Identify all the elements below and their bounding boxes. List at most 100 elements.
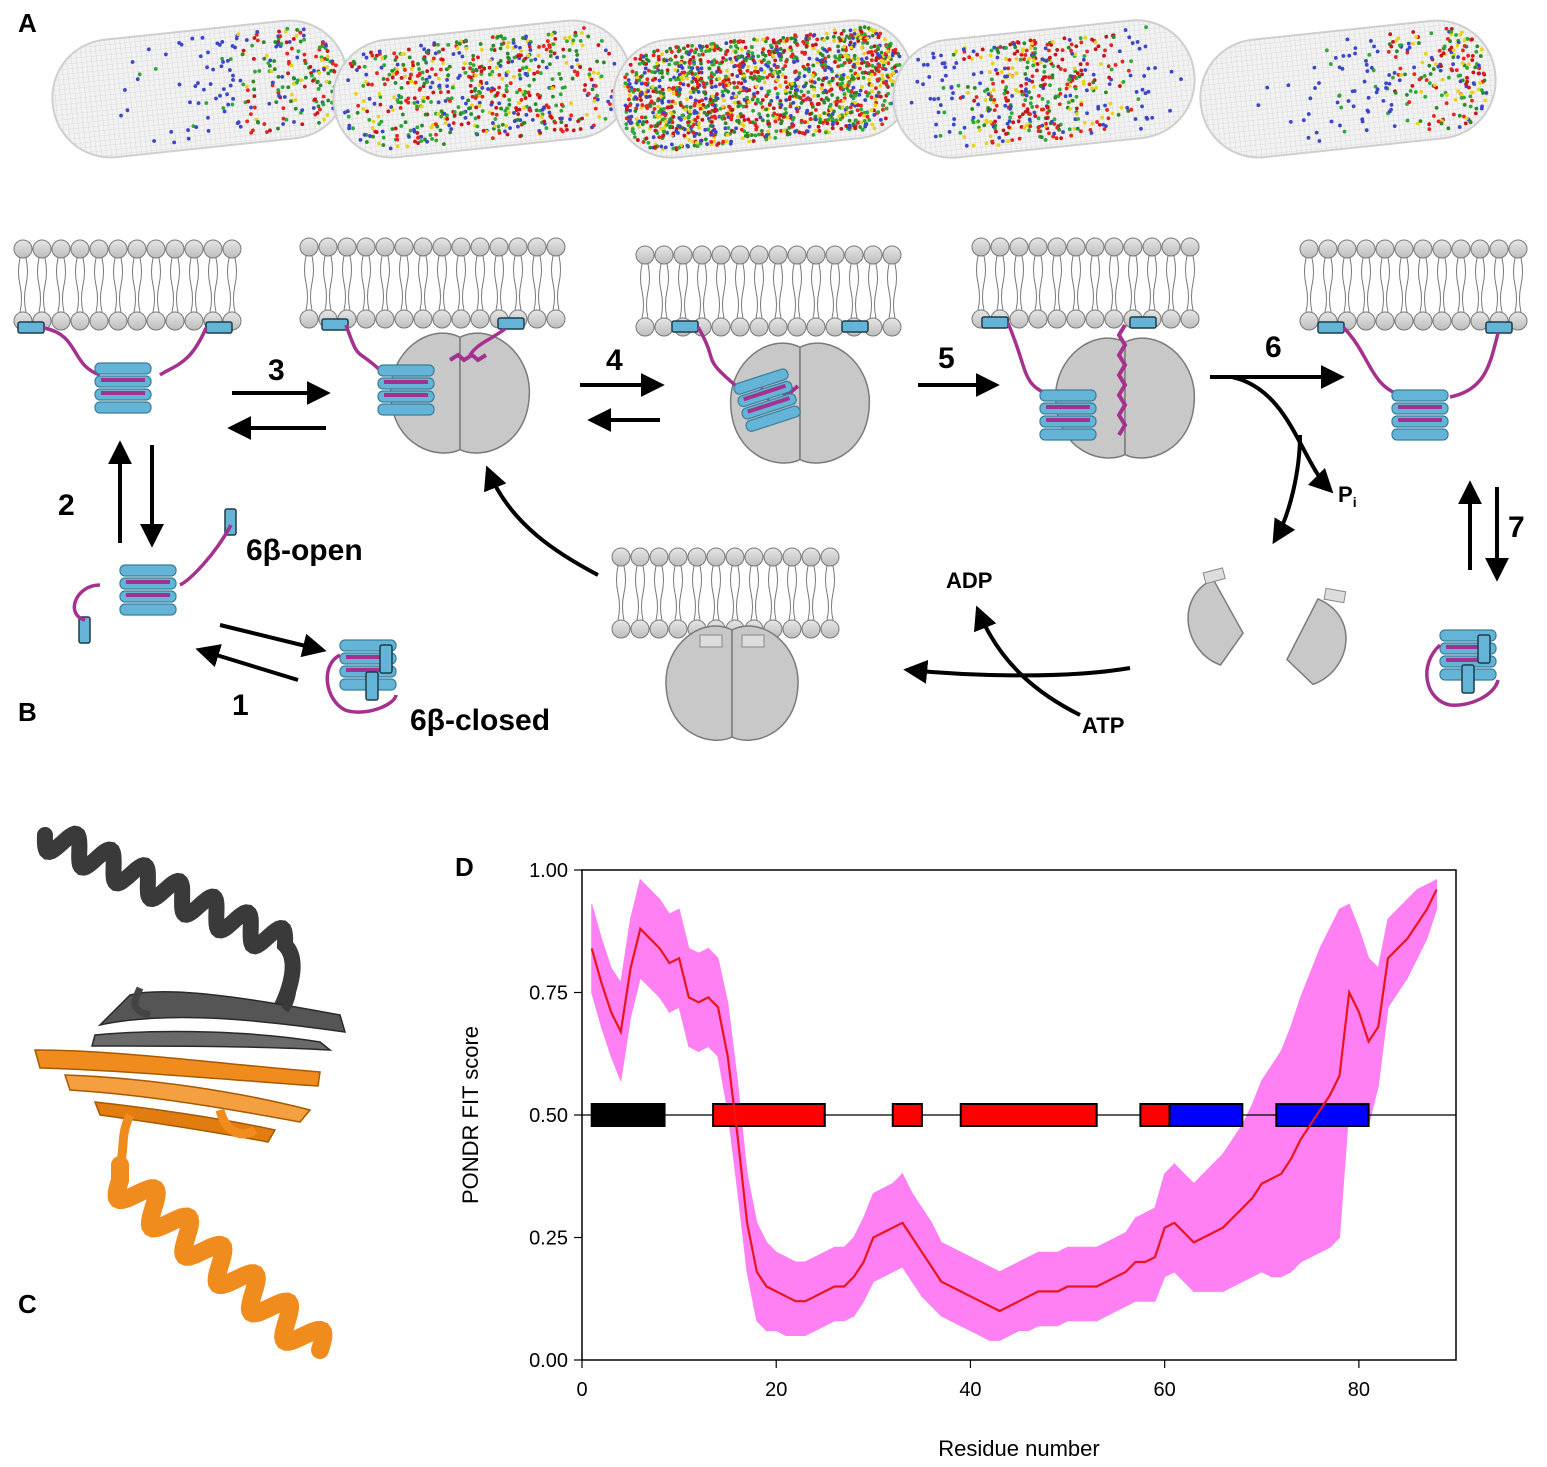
cell-icon [51, 19, 349, 159]
structure-segment [1168, 1103, 1244, 1127]
band-segment [1212, 1152, 1224, 1292]
band-segment [989, 1266, 1001, 1341]
x-axis-label: Residue number [938, 1436, 1099, 1461]
step-label-3: 3 [268, 354, 285, 387]
state-initial-icon [94, 362, 152, 414]
band-segment [1018, 1256, 1030, 1332]
reaction-arrow-icon [195, 644, 299, 682]
atp-label: ATP [1082, 713, 1124, 738]
band-segment [1222, 1137, 1234, 1293]
step-label-4: 4 [606, 344, 623, 377]
x-tick-label: 80 [1348, 1379, 1370, 1401]
adp-label: ADP [946, 568, 992, 593]
reaction-arrow-icon [1272, 434, 1302, 545]
band-segment [1164, 1162, 1175, 1278]
panel-label-a: A [18, 8, 37, 38]
y-tick-label: 0.25 [529, 1228, 568, 1250]
dark-helix-icon [36, 825, 301, 1018]
band-segment [1203, 1162, 1214, 1292]
band-segment [795, 1261, 806, 1336]
band-segment [901, 1173, 913, 1284]
band-segment [1251, 1080, 1263, 1278]
band-segment [1261, 1064, 1272, 1278]
mine-monomer-icon [1286, 587, 1347, 686]
panel-a-cells [51, 19, 1497, 159]
band-segment [1047, 1251, 1059, 1327]
structure-segment [1139, 1103, 1171, 1127]
reaction-arrow-icon [903, 659, 1131, 684]
band-segment [1067, 1246, 1078, 1322]
band-segment [1232, 1123, 1243, 1288]
band-segment [1319, 928, 1331, 1254]
mine-monomer-icon [1187, 567, 1244, 666]
band-segment [1290, 997, 1302, 1274]
band-segment [1008, 1261, 1020, 1337]
band-segment [1144, 1207, 1156, 1302]
panel-label-b: B [18, 697, 37, 727]
panel-label-d: D [455, 852, 474, 882]
band-segment [1135, 1212, 1146, 1302]
score-line [590, 889, 1438, 1313]
band-segment [1154, 1173, 1166, 1302]
band-segment [1368, 956, 1379, 1125]
x-tick-label: 20 [765, 1379, 787, 1401]
structure-segment [712, 1103, 826, 1127]
closed-state-label: 6β-closed [410, 704, 550, 737]
y-tick-label: 0.00 [529, 1350, 568, 1372]
cell-icon [332, 19, 632, 159]
y-tick-label: 0.75 [529, 983, 568, 1005]
state-stimulating-icon [1039, 389, 1097, 441]
structure-segment [590, 1103, 666, 1127]
panel-label-c: C [18, 1289, 37, 1319]
reaction-arrow-icon [1231, 375, 1334, 494]
band-segment [1076, 1246, 1088, 1322]
orange-sheet-icon [34, 1049, 321, 1167]
step-label-6: 6 [1265, 331, 1282, 364]
step-label-1: 1 [232, 689, 249, 722]
step-label-5: 5 [938, 342, 955, 375]
panel-c-structure [34, 825, 347, 1359]
step-label-7: 7 [1508, 511, 1525, 544]
structure-segment [959, 1103, 1098, 1127]
reaction-arrow-icon [973, 605, 1081, 717]
y-tick-label: 0.50 [529, 1105, 568, 1127]
reaction-arrow-icon [484, 465, 599, 577]
membrane-icon [611, 547, 840, 639]
band-segment [1037, 1251, 1049, 1327]
cell-icon [892, 19, 1196, 159]
band-segment [1270, 1049, 1282, 1278]
state-released-icon [1391, 389, 1449, 441]
band-segment [1086, 1246, 1098, 1322]
x-tick-label: 0 [576, 1379, 587, 1401]
band-segment [1193, 1172, 1205, 1292]
cell-icon [612, 19, 914, 159]
open-state-label: 6β-open [246, 534, 363, 567]
orange-helix-icon [107, 1156, 333, 1359]
pi-label: Pi [1338, 482, 1357, 510]
band-segment [1241, 1104, 1253, 1283]
mine-dimer-icon [665, 625, 799, 741]
band-segment [853, 1217, 865, 1318]
band-segment [1406, 888, 1418, 979]
x-tick-label: 40 [959, 1379, 981, 1401]
band-segment [1280, 1026, 1292, 1278]
x-tick-label: 60 [1154, 1379, 1176, 1401]
band-segment [756, 1222, 768, 1332]
band-segment [999, 1266, 1010, 1342]
structure-segment [1275, 1103, 1370, 1127]
state-open-icon [119, 564, 177, 616]
membrane-icon [13, 239, 242, 331]
dark-sheet-icon [91, 928, 347, 1051]
panel-b-pathway: 3 4 5 6 2 7 1 6β-open 6β-closed Pi ADP A… [13, 237, 1528, 741]
y-tick-label: 1.00 [529, 860, 568, 882]
y-axis-label: PONDR FIT score [458, 1026, 483, 1204]
band-segment [1309, 948, 1321, 1258]
cell-icon [1199, 19, 1497, 159]
reaction-arrow-icon [219, 623, 327, 658]
band-segment [833, 1246, 845, 1322]
step-label-2: 2 [58, 489, 75, 522]
state-bound-icon [377, 364, 435, 416]
band-segment [1348, 904, 1360, 1106]
band-segment [1426, 878, 1438, 939]
